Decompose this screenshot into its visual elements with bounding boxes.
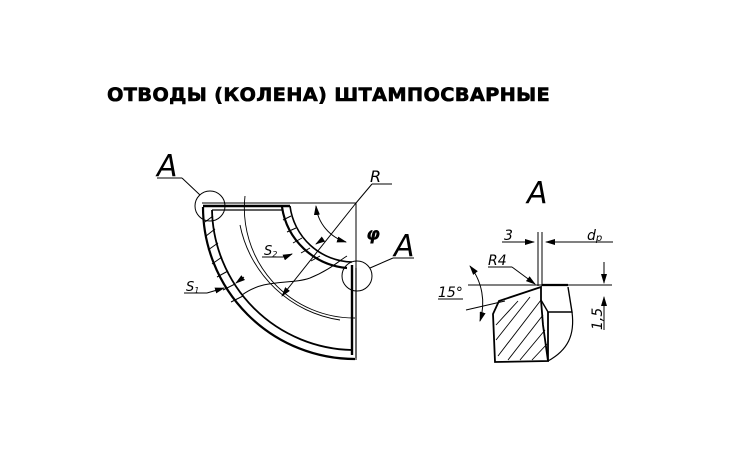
angle-label: φ xyxy=(366,224,380,245)
elbow-main-view xyxy=(157,177,414,361)
detail-callout-left: A xyxy=(155,149,178,184)
radius-label: R xyxy=(370,167,381,186)
page-title: ОТВОДЫ (КОЛЕНА) ШТАМПОСВАРНЫЕ xyxy=(107,84,551,107)
radius-dimension: R4 xyxy=(488,253,507,269)
angle-dimension: 15° xyxy=(438,285,463,301)
gap-dimension: 3 xyxy=(504,228,513,244)
inner-wall-label: S2 xyxy=(264,244,277,259)
outer-wall-label: S1 xyxy=(186,280,199,295)
height-dimension: 1,5 xyxy=(590,308,606,330)
detail-callout-right: A xyxy=(392,229,415,264)
detail-a-view xyxy=(438,232,613,363)
detail-title: A xyxy=(525,176,548,211)
diameter-dimension: dр xyxy=(587,228,602,244)
